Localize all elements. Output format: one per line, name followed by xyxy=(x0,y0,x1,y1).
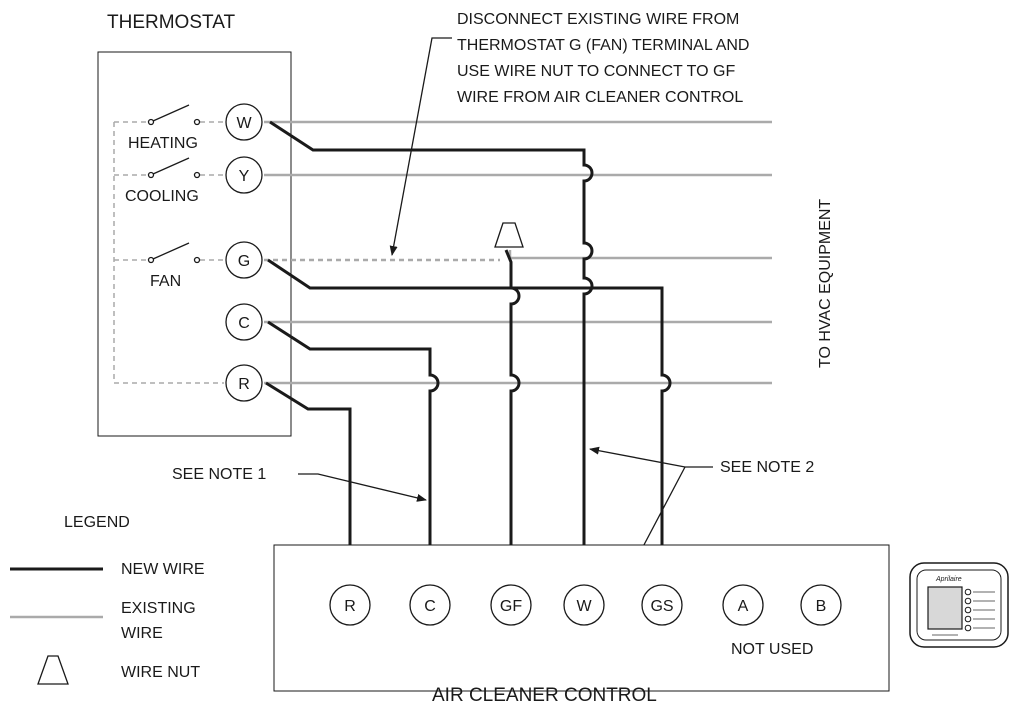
thermostat-title: THERMOSTAT xyxy=(107,12,235,33)
note-2-callout: SEE NOTE 2 xyxy=(589,446,814,561)
callout-line-3: USE WIRE NUT TO CONNECT TO GF xyxy=(457,63,735,80)
ac-terminal-r: R xyxy=(344,598,356,615)
ac-terminal-c: C xyxy=(424,598,436,615)
note-1-callout: SEE NOTE 1 xyxy=(172,466,427,502)
thermostat-terminals: W Y G C R xyxy=(225,103,263,402)
heating-switch xyxy=(147,104,201,126)
cooling-label: COOLING xyxy=(125,188,199,205)
legend-wire-nut-icon xyxy=(37,655,69,685)
existing-wires xyxy=(264,120,772,385)
fan-switch xyxy=(147,242,201,264)
legend-new-wire-label: NEW WIRE xyxy=(121,561,205,578)
note-1-text: SEE NOTE 1 xyxy=(172,466,266,483)
note-2-text: SEE NOTE 2 xyxy=(720,459,814,476)
terminal-g: G xyxy=(238,253,250,270)
new-wires xyxy=(265,120,672,585)
disconnect-callout: DISCONNECT EXISTING WIRE FROM THERMOSTAT… xyxy=(389,11,749,256)
terminal-w: W xyxy=(236,115,252,132)
air-cleaner-terminals: R C GF W GS A B xyxy=(329,584,842,626)
cooling-switch xyxy=(147,157,201,179)
ac-terminal-b: B xyxy=(816,598,827,615)
ac-terminal-gs: GS xyxy=(650,598,673,615)
legend: LEGEND NEW WIRE EXISTING WIRE WIRE NUT xyxy=(10,514,205,685)
terminal-c: C xyxy=(238,315,250,332)
wire-nut xyxy=(494,222,524,248)
air-cleaner-title: AIR CLEANER CONTROL xyxy=(432,685,657,706)
ac-terminal-gf: GF xyxy=(500,598,522,615)
heating-label: HEATING xyxy=(128,135,198,152)
callout-line-2: THERMOSTAT G (FAN) TERMINAL AND xyxy=(457,37,749,54)
aprilaire-device-thumbnail: Aprilaire xyxy=(909,562,1009,648)
legend-title: LEGEND xyxy=(64,514,130,531)
terminal-r: R xyxy=(238,376,250,393)
device-brand-logo: Aprilaire xyxy=(935,576,962,583)
legend-existing-wire-label-2: WIRE xyxy=(121,625,163,642)
thermostat-internal-wiring xyxy=(113,121,224,384)
terminal-y: Y xyxy=(239,168,250,185)
legend-wire-nut-label: WIRE NUT xyxy=(121,664,200,681)
not-used-label: NOT USED xyxy=(731,641,813,658)
ac-terminal-w: W xyxy=(576,598,592,615)
hvac-equipment-label: TO HVAC EQUIPMENT xyxy=(817,199,834,368)
ac-terminal-a: A xyxy=(738,598,749,615)
fan-label: FAN xyxy=(150,273,181,290)
callout-line-1: DISCONNECT EXISTING WIRE FROM xyxy=(457,11,739,28)
callout-line-4: WIRE FROM AIR CLEANER CONTROL xyxy=(457,89,743,106)
legend-existing-wire-label-1: EXISTING xyxy=(121,600,196,617)
